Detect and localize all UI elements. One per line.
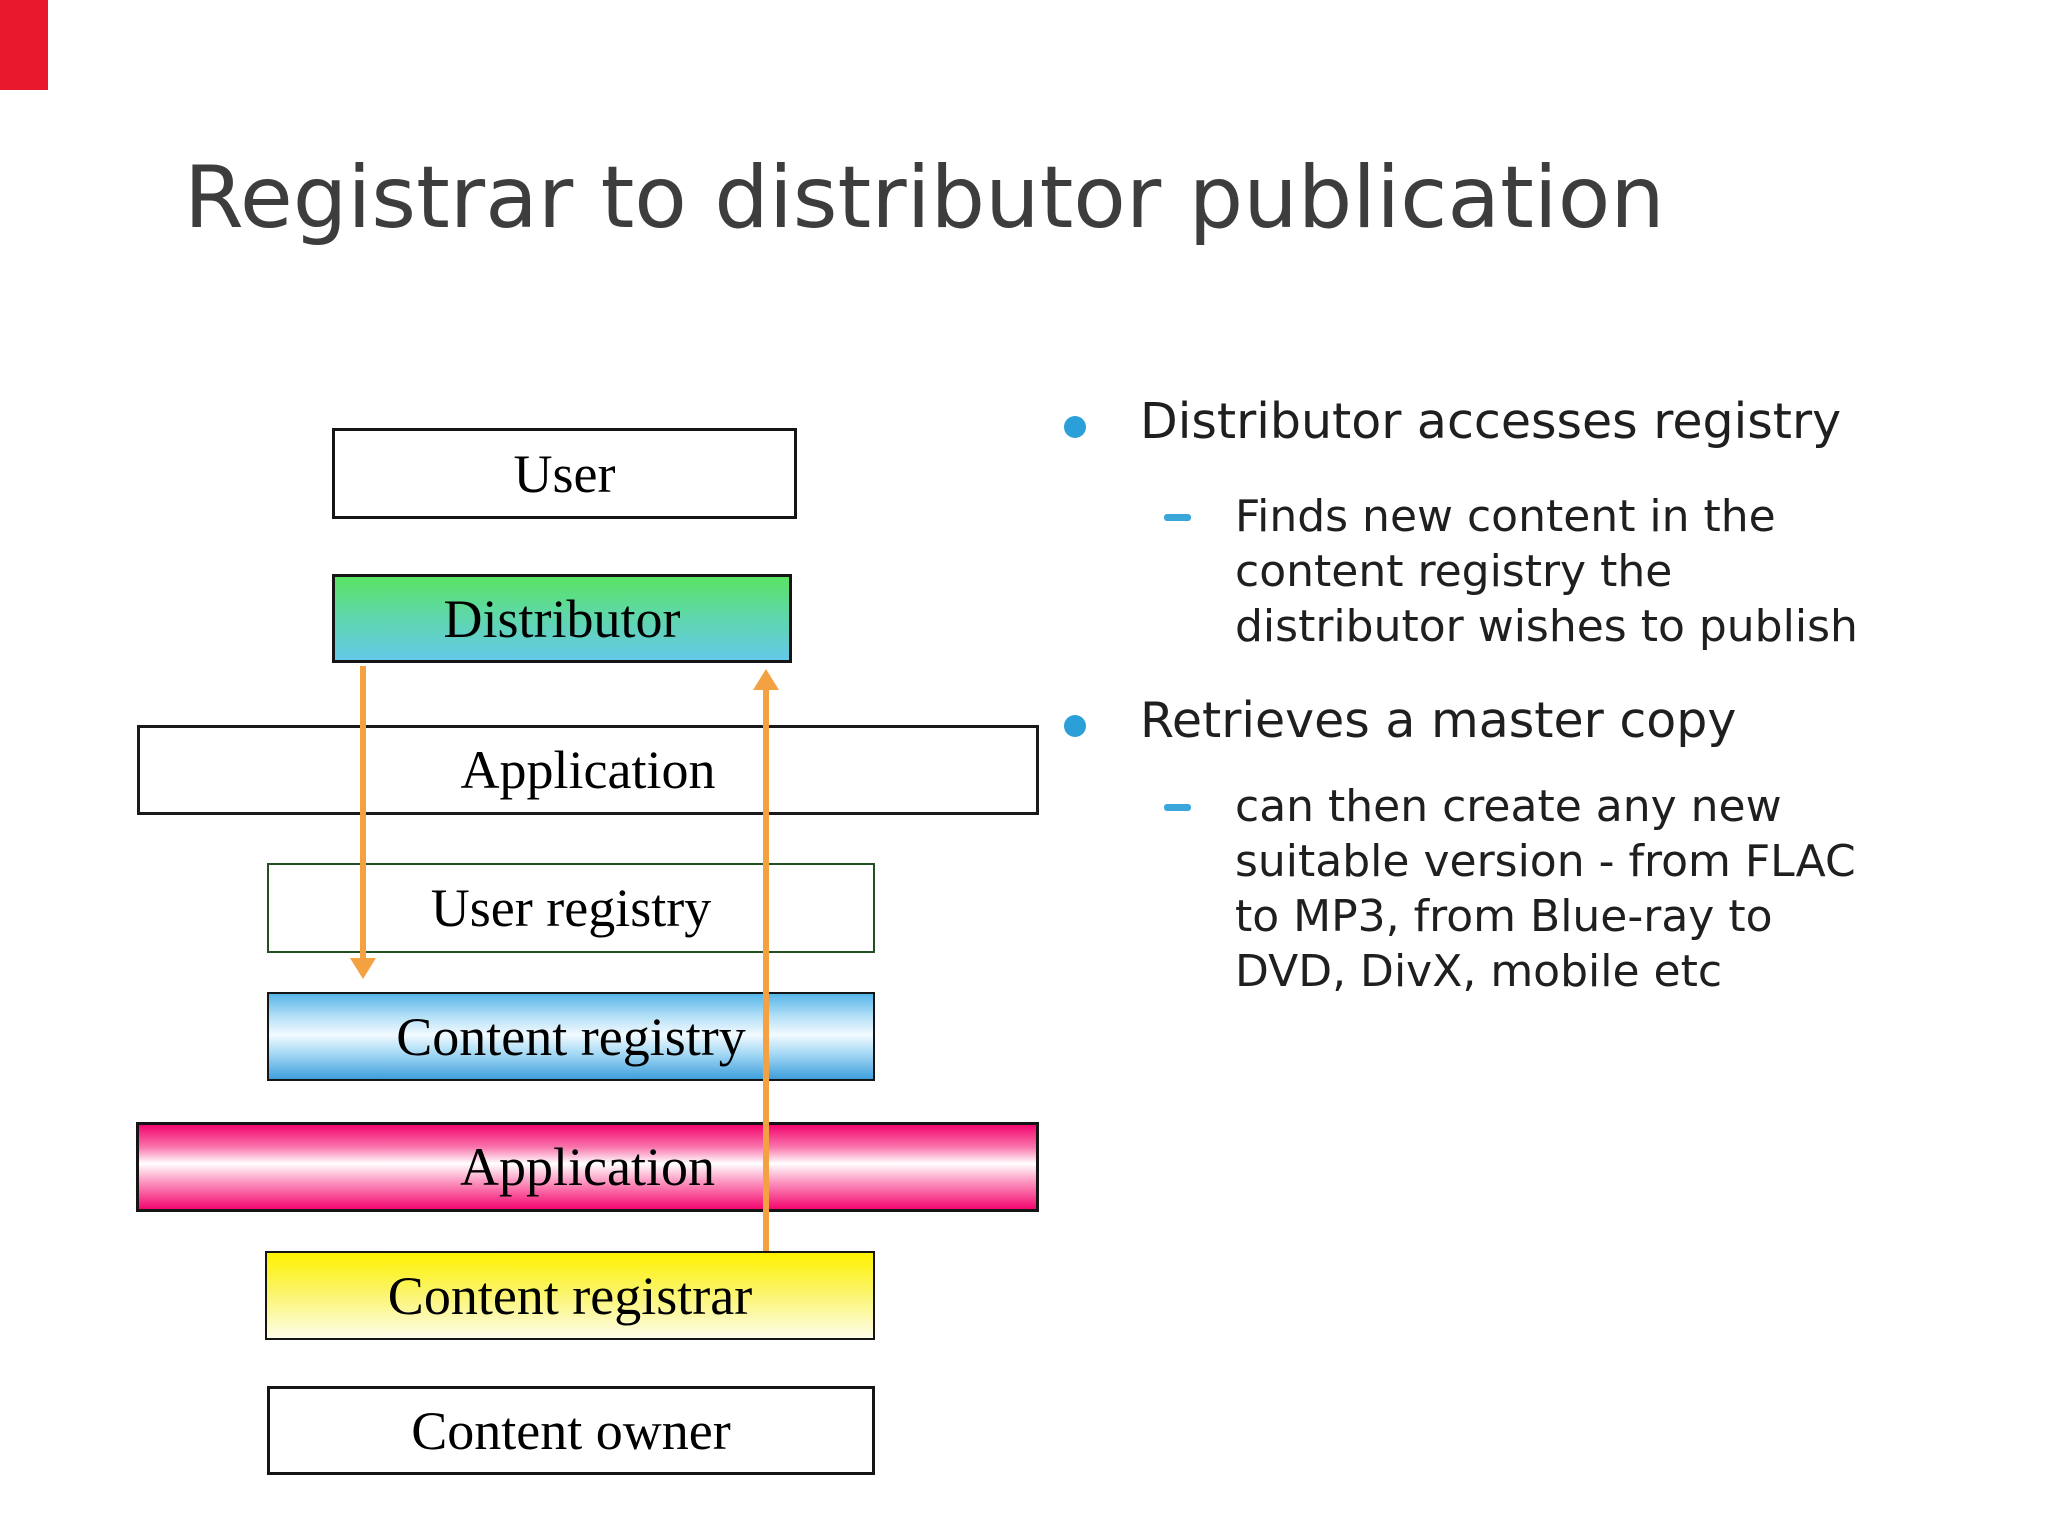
bullet-2-text: Retrieves a master copy [1140,692,1737,749]
box-user-registry-label: User registry [430,878,712,938]
bullet-1-text: Distributor accesses registry [1140,393,1842,450]
sub-bullet-1: Finds new content in the content registr… [1235,489,1858,654]
sub-bullet-2-line-2: suitable version - from FLAC [1235,836,1856,887]
box-user: User [332,428,797,519]
bullet-dot-icon [1064,416,1086,438]
box-content-owner-label: Content owner [411,1400,731,1461]
box-distributor-label: Distributor [443,588,681,649]
box-content-registry-label: Content registry [396,1006,746,1067]
sub-bullet-2-line-4: DVD, DivX, mobile etc [1235,946,1723,997]
sub-bullet-2-line-3: to MP3, from Blue-ray to [1235,891,1773,942]
sub-bullet-dash-icon [1164,514,1191,521]
red-corner-mark [0,0,48,90]
box-user-label: User [513,443,616,504]
bullet-dot-icon [1064,715,1086,737]
sub-bullet-1-line-3: distributor wishes to publish [1235,601,1858,652]
box-content-registrar-label: Content registrar [387,1265,753,1326]
up-arrow-head-icon [753,669,779,690]
down-arrow-line [360,666,366,958]
box-application-bottom-label: Application [460,1137,715,1197]
box-content-registry: Content registry [267,992,875,1081]
box-distributor: Distributor [332,574,792,663]
sub-bullet-1-line-1: Finds new content in the [1235,491,1776,542]
box-application-top: Application [137,725,1039,815]
box-application-bottom: Application [136,1122,1039,1212]
sub-bullet-1-line-2: content registry the [1235,546,1673,597]
down-arrow-head-icon [350,958,376,979]
box-content-owner: Content owner [267,1386,875,1475]
box-user-registry: User registry [267,863,875,953]
sub-bullet-dash-icon [1164,804,1191,811]
up-arrow-line [763,690,769,1251]
slide-title: Registrar to distributor publication [184,148,1665,248]
box-content-registrar: Content registrar [265,1251,875,1340]
box-application-top-label: Application [460,740,716,800]
sub-bullet-2-line-1: can then create any new [1235,781,1782,832]
sub-bullet-2: can then create any new suitable version… [1235,779,1856,999]
